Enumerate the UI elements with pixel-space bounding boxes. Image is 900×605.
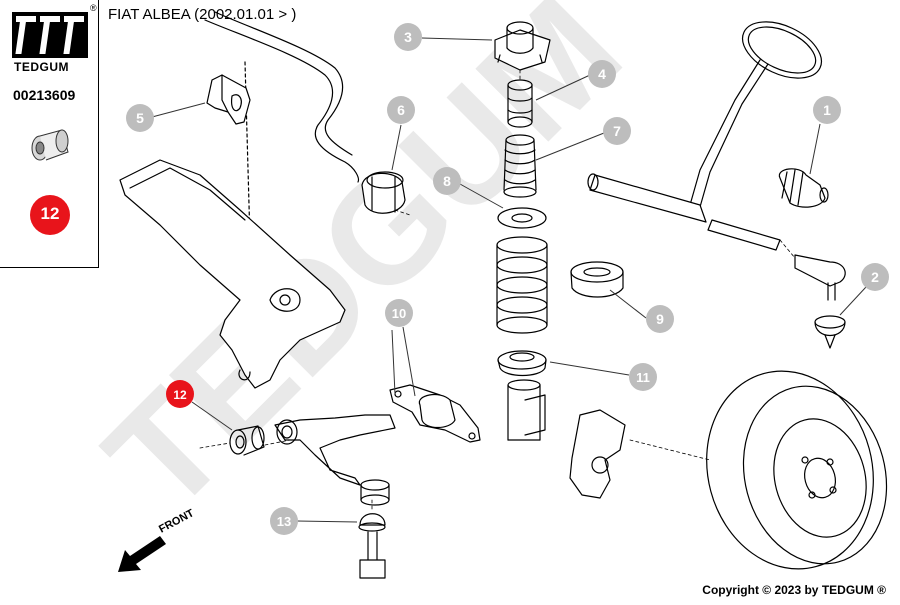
steering-knuckle (569, 409, 626, 499)
callout-3: 3 (394, 23, 422, 51)
axis-lines (199, 69, 796, 513)
tie-rod-end (794, 254, 846, 301)
coil-spring (496, 236, 548, 334)
subframe (119, 159, 346, 389)
callout-10: 10 (385, 299, 413, 327)
spring-seat-washer (497, 207, 547, 229)
svg-text:3: 3 (404, 29, 412, 45)
lower-ball-joint (358, 513, 386, 579)
ball-joint-boot (814, 315, 846, 349)
svg-text:4: 4 (598, 66, 606, 82)
svg-text:7: 7 (613, 123, 621, 139)
callout-2: 2 (861, 263, 889, 291)
tedgum-logo (12, 12, 88, 58)
watermark: TEDGUM (74, 0, 652, 543)
callout-1: 1 (813, 96, 841, 124)
position-badge (30, 195, 70, 235)
control-arm-bracket (389, 384, 481, 443)
callout-9: 9 (646, 305, 674, 333)
callout-8: 8 (433, 167, 461, 195)
bump-stop (507, 79, 533, 128)
strut-bearing (570, 261, 624, 298)
svg-text:6: 6 (397, 102, 405, 118)
brand-name: TEDGUM (14, 60, 69, 74)
svg-text:9: 9 (656, 311, 664, 327)
vehicle-title: FIAT ALBEA (2002.01.01 > ) (108, 6, 297, 23)
dust-boot (503, 134, 537, 198)
registered-mark: ® (90, 3, 97, 13)
part-thumbnail (31, 129, 69, 161)
steering-rack-boot (778, 168, 829, 208)
part-info-panel: ® TEDGUM 00213609 12 (0, 0, 99, 268)
copyright-notice: Copyright © 2023 by TEDGUM ® (702, 583, 886, 597)
strut-top-mount (494, 21, 551, 71)
part-number: 00213609 (13, 87, 76, 103)
rear-arm-bushing (360, 479, 390, 506)
stabilizer-bushing (361, 171, 406, 214)
svg-text:13: 13 (277, 514, 291, 529)
callout-6: 6 (387, 96, 415, 124)
callout-13: 13 (270, 507, 298, 535)
svg-text:2: 2 (871, 269, 879, 285)
svg-text:12: 12 (173, 388, 187, 402)
svg-text:5: 5 (136, 110, 144, 126)
callout-11: 11 (629, 363, 657, 391)
stabilizer-clamp (206, 74, 251, 125)
wheel (706, 370, 888, 570)
strut-body (507, 379, 546, 441)
svg-text:1: 1 (823, 102, 831, 118)
svg-text:11: 11 (636, 370, 650, 385)
control-arm (274, 414, 396, 486)
svg-text:8: 8 (443, 173, 451, 189)
svg-text:10: 10 (392, 306, 406, 321)
control-arm-bushing (229, 425, 265, 456)
position-number: 12 (40, 204, 60, 223)
callout-7: 7 (603, 117, 631, 145)
callout-5: 5 (126, 104, 154, 132)
lower-spring-seat (497, 350, 547, 377)
front-arrow-icon (118, 536, 166, 572)
callout-4: 4 (588, 60, 616, 88)
callout-12: 12 (166, 380, 194, 408)
svg-text:TEDGUM: TEDGUM (74, 0, 652, 543)
steering-assembly (587, 21, 822, 251)
